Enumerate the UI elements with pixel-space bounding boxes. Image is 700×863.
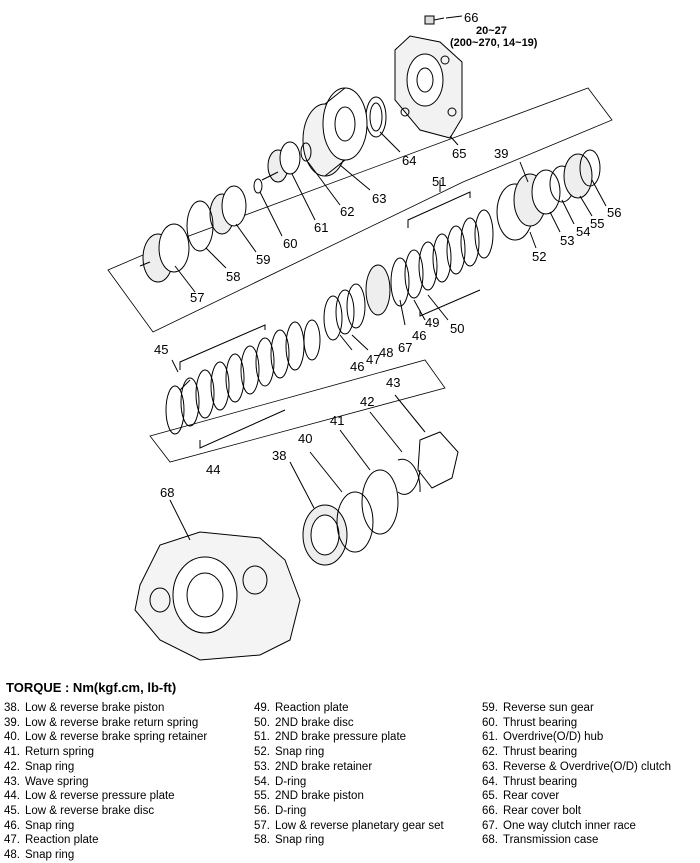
callout-60: 60: [283, 236, 297, 251]
legend-column-1: 38.Low & reverse brake piston 39.Low & r…: [4, 701, 207, 863]
legend-item: 44.Low & reverse pressure plate: [4, 790, 175, 803]
torque-spec-line1: 20~27: [476, 25, 507, 37]
legend-item: 66.Rear cover bolt: [482, 804, 581, 817]
callout-38: 38: [272, 448, 286, 463]
legend-item: 61.Overdrive(O/D) hub: [482, 731, 604, 744]
low-reverse-disc-pack: [165, 319, 321, 449]
callout-65: 65: [452, 146, 466, 161]
callout-54: 54: [576, 224, 590, 239]
thrust-bearing-62-part: [300, 142, 312, 162]
thrust-bearing-60-part: [253, 178, 263, 194]
callout-46b: 46: [350, 359, 364, 374]
od-hub-part: [261, 141, 316, 221]
legend-item: 55.2ND brake piston: [254, 790, 364, 803]
snap-ring-58-part: [186, 200, 214, 252]
callout-66: 66: [464, 10, 478, 25]
reaction-plate-snap-rings: [323, 283, 369, 351]
legend-item: 65.Rear cover: [482, 790, 560, 803]
legend-item: 58.Snap ring: [254, 834, 325, 847]
callout-46: 46: [412, 328, 426, 343]
legend-item: 68.Transmission case: [482, 834, 599, 847]
legend-item: 48.Snap ring: [4, 849, 75, 862]
callout-42: 42: [360, 394, 374, 409]
callout-40: 40: [298, 431, 312, 446]
callout-67: 67: [398, 340, 412, 355]
legend-item: 67.One way clutch inner race: [482, 819, 636, 832]
legend-item: 45.Low & reverse brake disc: [4, 804, 155, 817]
reverse-sun-gear-part: [209, 185, 257, 253]
planetary-gear-set-part: [139, 223, 196, 293]
rear-cover-part: [394, 35, 463, 146]
legend-item: 40.Low & reverse brake spring retainer: [4, 731, 208, 744]
legend-item: 62.Thrust bearing: [482, 746, 578, 759]
callout-56: 56: [607, 205, 621, 220]
legend-item: 57.Low & reverse planetary gear set: [254, 819, 444, 832]
callout-41: 41: [330, 413, 344, 428]
legend-item: 63.Reverse & Overdrive(O/D) clutch: [482, 760, 672, 773]
callout-45: 45: [154, 342, 168, 357]
legend-item: 41.Return spring: [4, 746, 95, 759]
low-reverse-piston-group: [289, 394, 459, 566]
legend-item: 59.Reverse sun gear: [482, 702, 594, 714]
legend-item: 38.Low & reverse brake piston: [4, 702, 165, 714]
legend-item: 46.Snap ring: [4, 819, 75, 832]
callout-58: 58: [226, 269, 240, 284]
callout-51: 51: [432, 174, 446, 189]
legend-item: 39.Low & reverse brake return spring: [4, 716, 199, 729]
callout-39: 39: [494, 146, 508, 161]
callout-47: 47: [366, 352, 380, 367]
callout-62: 62: [340, 204, 354, 219]
callout-49: 49: [425, 315, 439, 330]
callout-50: 50: [450, 321, 464, 336]
callout-55: 55: [590, 216, 604, 231]
callout-53: 53: [560, 233, 574, 248]
rear-cover-bolt-part: [424, 15, 463, 25]
legend-item: 50.2ND brake disc: [254, 716, 354, 729]
legend-item: 43.Wave spring: [4, 775, 89, 788]
exploded-view-diagram: 66 20~27 (200~270, 14~19) 65 64 63 62 61…: [107, 10, 621, 661]
callout-61: 61: [314, 220, 328, 235]
callout-59: 59: [256, 252, 270, 267]
legend-item: 47.Reaction plate: [4, 834, 99, 847]
legend-item: 51.2ND brake pressure plate: [254, 731, 407, 744]
torque-heading: TORQUE : Nm(kgf.cm, lb-ft): [6, 680, 177, 695]
legend-item: 60.Thrust bearing: [482, 716, 578, 729]
callout-63: 63: [372, 191, 386, 206]
reverse-od-clutch-part: [302, 87, 371, 191]
callout-64: 64: [402, 153, 416, 168]
callout-43: 43: [386, 375, 400, 390]
callout-48: 48: [379, 345, 393, 360]
second-brake-disc-pack: [365, 180, 494, 326]
legend-column-2: 49.Reaction plate 50.2ND brake disc 51.2…: [254, 701, 444, 848]
lower-group-frame: [149, 359, 446, 463]
transmission-case-part: [134, 499, 301, 661]
callout-57: 57: [190, 290, 204, 305]
legend-column-3: 59.Reverse sun gear 60.Thrust bearing 61…: [482, 701, 671, 848]
legend-item: 52.Snap ring: [254, 746, 325, 759]
legend-item: 64.Thrust bearing: [482, 775, 578, 788]
callout-52: 52: [532, 249, 546, 264]
callout-44: 44: [206, 462, 220, 477]
torque-spec-line2: (200~270, 14~19): [450, 37, 538, 49]
legend-item: 56.D-ring: [254, 804, 307, 817]
legend-item: 54.D-ring: [254, 775, 307, 788]
legend-item: 53.2ND brake retainer: [254, 760, 373, 773]
second-brake-piston-group: [496, 149, 607, 249]
legend-item: 42.Snap ring: [4, 760, 75, 773]
callout-68: 68: [160, 485, 174, 500]
legend-item: 49.Reaction plate: [254, 702, 349, 714]
